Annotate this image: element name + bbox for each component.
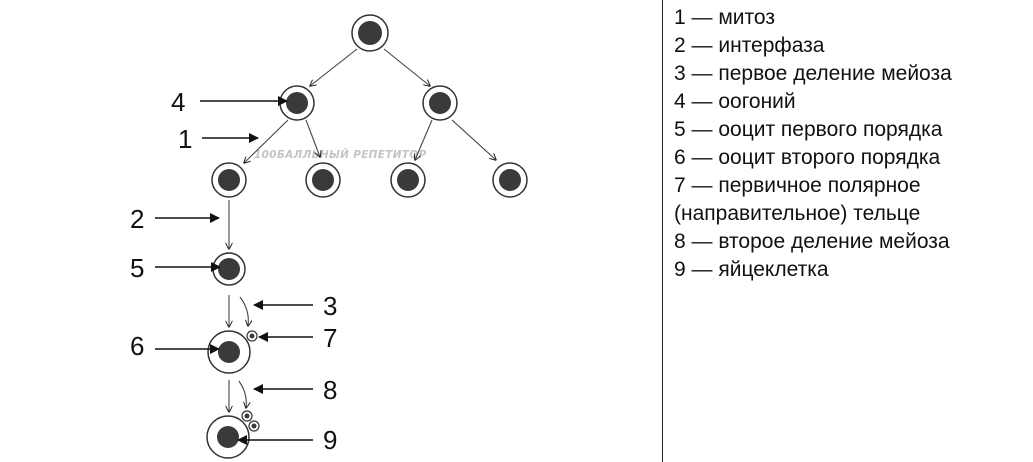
label-7: 7 bbox=[323, 323, 337, 353]
cell-row3-3 bbox=[390, 162, 426, 198]
arrow-meiosis2-polar bbox=[238, 380, 246, 408]
label-2: 2 bbox=[130, 204, 144, 234]
legend-item: 1 — митоз bbox=[674, 6, 775, 29]
arrow-meiosis1-polar bbox=[239, 296, 248, 326]
legend-item: 4 — оогоний bbox=[674, 90, 796, 113]
label-6: 6 bbox=[130, 331, 144, 361]
cell-row3-4 bbox=[492, 162, 528, 198]
legend-list: 1 — митоз 2 — интерфаза 3 — первое делен… bbox=[674, 4, 1029, 284]
arrow-l2-1 bbox=[244, 119, 289, 163]
label-3: 3 bbox=[323, 291, 337, 321]
cell-primary-oocyte bbox=[212, 252, 246, 286]
label-5: 5 bbox=[130, 253, 144, 283]
legend-item: 9 — яйцеклетка bbox=[674, 258, 829, 281]
legend-item: 8 — второе деление мейоза bbox=[674, 230, 950, 253]
legend-item: (направительное) тельце bbox=[674, 202, 921, 225]
legend-item: 6 — ооцит второго порядка bbox=[674, 146, 941, 169]
label-9: 9 bbox=[323, 425, 337, 455]
polar-body-2a bbox=[241, 410, 253, 422]
column-divider bbox=[662, 0, 663, 462]
cell-secondary-oocyte bbox=[207, 330, 251, 374]
cell-egg bbox=[206, 415, 250, 459]
cell-top bbox=[351, 14, 389, 52]
polar-body-1 bbox=[246, 330, 258, 342]
label-8: 8 bbox=[323, 375, 337, 405]
legend-item: 5 — ооцит первого порядка bbox=[674, 118, 943, 141]
arrow-top-left bbox=[310, 48, 358, 86]
legend-item: 7 — первичное полярное bbox=[674, 174, 921, 197]
arrow-l2-3 bbox=[415, 119, 433, 160]
legend-item: 3 — первое деление мейоза bbox=[674, 62, 952, 85]
arrow-l2-2 bbox=[305, 119, 320, 157]
cell-row3-1 bbox=[211, 162, 247, 198]
watermark: 100БАЛЛЬНЫЙ РЕПЕТИТОР bbox=[254, 148, 426, 161]
arrow-top-right bbox=[383, 48, 430, 86]
cell-oogonium-left bbox=[279, 85, 315, 121]
cell-row3-2 bbox=[305, 162, 341, 198]
label-4: 4 bbox=[171, 87, 185, 117]
label-1: 1 bbox=[178, 124, 192, 154]
oogenesis-diagram: 100БАЛЛЬНЫЙ РЕПЕТИТОР bbox=[130, 14, 528, 459]
cell-oogonium-right bbox=[422, 85, 458, 121]
legend-item: 2 — интерфаза bbox=[674, 34, 825, 57]
polar-body-2b bbox=[248, 420, 260, 432]
arrow-l2-4 bbox=[451, 119, 496, 160]
